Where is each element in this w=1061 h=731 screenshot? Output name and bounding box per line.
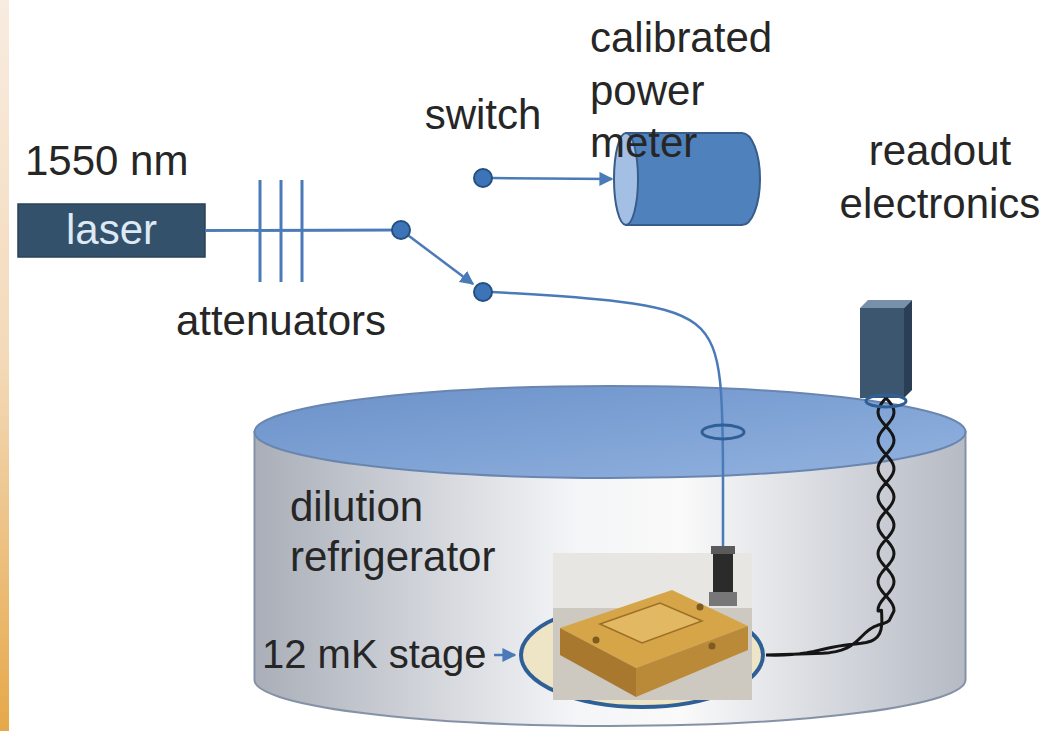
optical-fiber [205,178,612,231]
laser-body [18,204,205,257]
box-side [904,300,912,398]
wire-feedthrough [866,395,906,407]
attenuator-line [280,180,283,282]
sample-lid [600,603,702,643]
laser-box: laser [18,204,205,257]
node-text: calibrated power meter [590,12,772,170]
attenuator-line [301,180,304,282]
part-label: switch [425,92,542,138]
attenuator-symbol [260,180,302,282]
twisted-pair [766,398,894,655]
screw [593,637,600,644]
node-text: readout electronics [835,125,1045,230]
part-label: attenuators [176,298,386,344]
attenuator-line [259,180,262,282]
switch-arm [401,230,473,284]
readout-box: readout electronics [860,300,912,398]
label-holder: switch [483,92,600,138]
sample-block [560,628,636,697]
switch-pivot [392,221,410,239]
slide-edge [0,0,9,731]
node-text: 12 mK stage [262,632,487,676]
box-front [860,308,904,398]
cylinder-top [255,386,966,478]
box-top [860,300,912,308]
node-text: laser [66,207,157,253]
fiber-ferrule [711,546,735,554]
optical-fiber [205,230,723,600]
label-holder: 1550 nm [25,138,188,184]
screw [697,604,704,611]
screw [709,643,716,650]
switch-port [474,283,492,301]
power-meter: calibrated power meter [612,132,762,226]
switch-symbol [392,169,492,301]
leader-arrow [494,654,515,657]
node-outline [860,300,912,398]
label-holder: attenuators [281,298,491,344]
node-text: dilution refrigerator [290,482,505,583]
switch-port [474,169,492,187]
device-photo [553,546,752,700]
fiber-feedthrough [702,425,744,439]
part-label: 1550 nm [25,138,188,184]
fiber-ferrule [709,592,737,606]
